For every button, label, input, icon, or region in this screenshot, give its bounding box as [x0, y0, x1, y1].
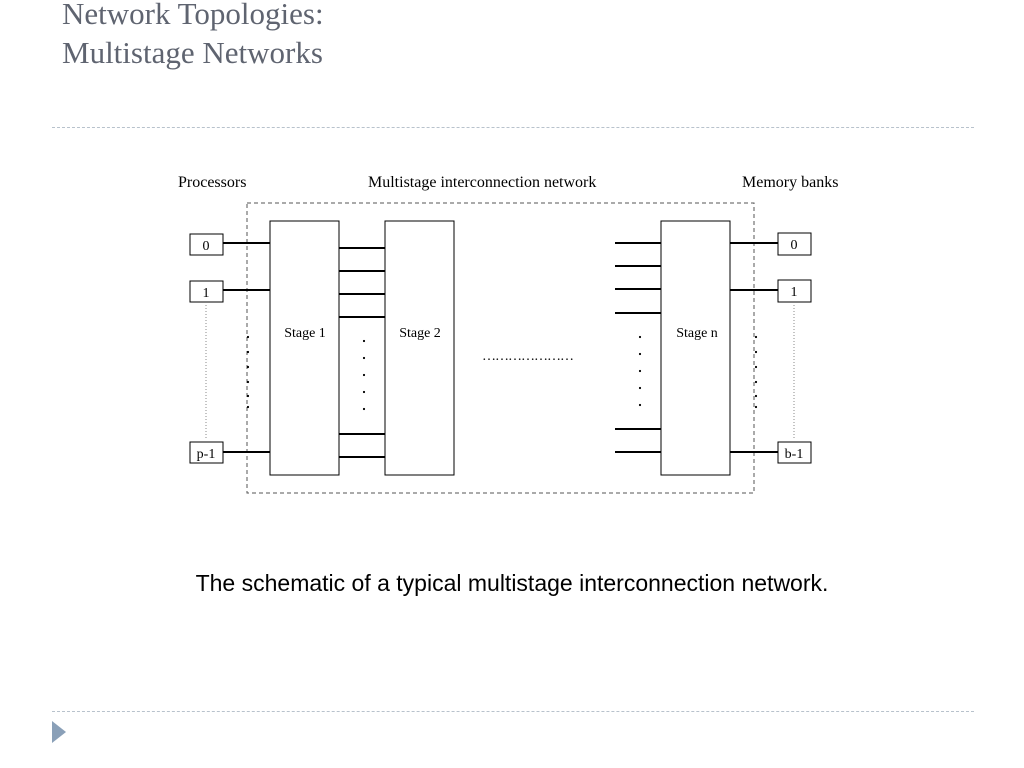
- memory-banks-label: Memory banks: [742, 174, 838, 191]
- memory-link-dots: [754, 335, 758, 409]
- stage1-stage2-links: [339, 247, 385, 458]
- processor-p-1: p-1: [189, 441, 224, 464]
- slide-title-line-2: Multistage Networks: [62, 35, 323, 70]
- stage-label: Stage 2: [399, 326, 441, 341]
- stage-label: Stage n: [676, 326, 718, 341]
- stages-ellipsis: …………………: [482, 349, 573, 364]
- stage-2: Stage 2: [384, 220, 455, 476]
- processor-label: 1: [203, 286, 210, 301]
- processors-label: Processors: [178, 174, 246, 191]
- memory-links: [730, 242, 778, 453]
- processor-label: p-1: [197, 447, 216, 462]
- memory-bank-b-1: b-1: [777, 441, 812, 464]
- stage-n-input-links: [615, 242, 661, 453]
- stage-n-input-dots: [638, 335, 642, 407]
- memory-bank-0: 0: [777, 232, 812, 256]
- slide-title: Network Topologies: Multistage Networks: [62, 0, 324, 72]
- processor-label: 0: [203, 239, 210, 254]
- network-boundary: [246, 202, 755, 494]
- memory-bank-label: b-1: [785, 447, 804, 462]
- processor-link-dots: [246, 335, 250, 409]
- slide-caption: The schematic of a typical multistage in…: [195, 570, 829, 596]
- bullet-arrow-icon: [52, 721, 66, 743]
- stage-1: Stage 1: [269, 220, 340, 476]
- memory-bank-1: 1: [777, 279, 812, 303]
- bottom-divider: [52, 711, 974, 712]
- processor-1: 1: [189, 280, 224, 303]
- top-divider: [52, 127, 974, 128]
- processor-links: [223, 242, 270, 453]
- stage-label: Stage 1: [284, 326, 326, 341]
- network-label: Multistage interconnection network: [368, 174, 596, 191]
- memory-bank-label: 0: [791, 238, 798, 253]
- memory-bank-label: 1: [791, 285, 798, 300]
- stage-n: Stage n: [660, 220, 731, 476]
- processor-0: 0: [189, 233, 224, 256]
- stage1-stage2-dots: [362, 339, 366, 411]
- slide-title-line-1: Network Topologies:: [62, 0, 324, 31]
